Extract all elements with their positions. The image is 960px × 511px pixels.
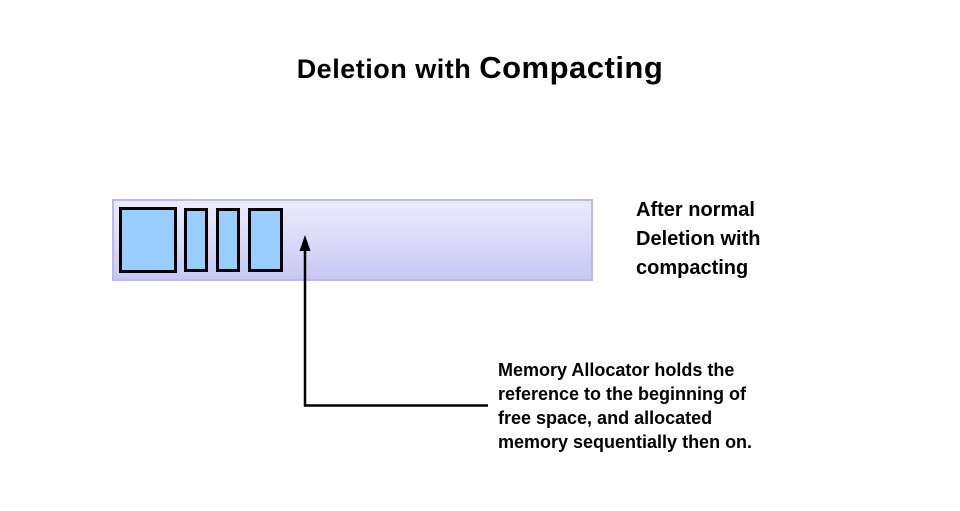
title-emphasis-part: Compacting <box>479 50 664 85</box>
allocated-block <box>184 208 208 272</box>
title-normal-part: Deletion with <box>296 54 480 84</box>
allocated-block <box>248 208 283 272</box>
slide-title: Deletion with Compacting <box>0 50 960 86</box>
bar-side-note: After normal Deletion with compacting <box>636 199 761 279</box>
allocated-block <box>216 208 240 272</box>
allocator-note: Memory Allocator holds the reference to … <box>498 360 753 452</box>
allocated-block <box>119 207 177 273</box>
